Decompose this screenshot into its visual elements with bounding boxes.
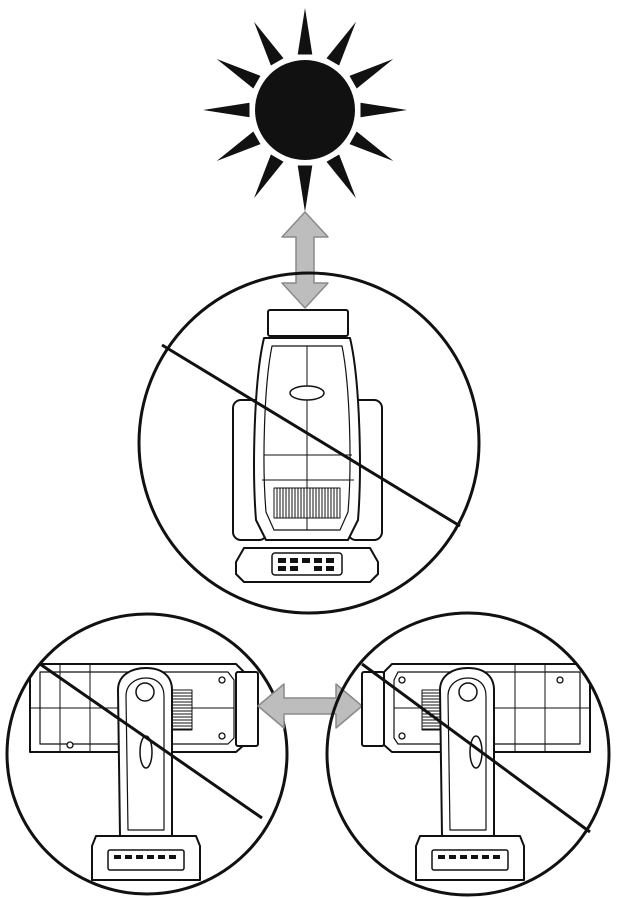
screw-b: [218, 732, 226, 740]
vent-grille: [273, 487, 341, 519]
base-panel: [107, 849, 185, 871]
vertical-arrow-shape: [281, 211, 329, 309]
logo-badge: [289, 385, 325, 401]
yoke-column-inner: [125, 677, 165, 831]
sun-rays: [203, 8, 407, 212]
prohibition-slash: [361, 662, 591, 834]
sun-ray: [254, 21, 284, 66]
panel-bottom-right: [325, 611, 611, 897]
sun-ray: [216, 131, 261, 161]
prohibition-ring: [137, 271, 481, 615]
prohibition-slash: [39, 662, 263, 820]
sun-ray: [326, 154, 356, 199]
tilt-pivot: [458, 682, 478, 702]
sun-ray: [360, 102, 407, 118]
yoke-column: [439, 667, 495, 837]
head-top-cap: [267, 309, 349, 337]
moving-head-light-icon: [232, 309, 383, 583]
prohibition-ring: [325, 611, 611, 897]
base-panel: [271, 552, 343, 576]
head-front-cap: [235, 671, 259, 747]
panel-bottom-left: [5, 612, 289, 896]
sun-ray: [203, 102, 250, 118]
vent-grille: [171, 689, 193, 731]
base-buttons: [278, 558, 334, 571]
screw-a: [398, 676, 406, 684]
prohibition-ring: [5, 612, 289, 896]
screw-c: [66, 741, 74, 749]
sun-ray: [349, 131, 394, 161]
base-panel: [431, 849, 509, 871]
screw-b: [398, 732, 406, 740]
sun-ray: [216, 59, 261, 89]
moving-head-light-icon: [361, 663, 591, 881]
prohibition-circle-icon: [5, 612, 289, 896]
sun-ray: [326, 21, 356, 66]
prohibition-slash: [161, 343, 461, 528]
double-arrow-horizontal-icon: [257, 683, 363, 729]
head-front-cap: [361, 671, 385, 747]
screw-a: [218, 676, 226, 684]
panel-top: [137, 271, 481, 615]
sun-ray: [297, 165, 313, 212]
sun-disc: [255, 60, 355, 160]
sun-ray: [297, 8, 313, 55]
head-inner-side: [393, 671, 581, 745]
sun-ray: [254, 154, 284, 199]
head-inner-outline: [263, 345, 351, 531]
double-arrow-vertical-icon: [281, 211, 329, 309]
moving-head-light-icon: [29, 663, 259, 881]
screw-c: [556, 676, 564, 684]
horizontal-arrow-shape: [257, 683, 363, 729]
yoke-column-inner: [447, 677, 487, 831]
sun-ray: [349, 59, 394, 89]
prohibition-circle-icon: [325, 611, 611, 897]
tilt-pivot: [135, 682, 155, 702]
sun-icon: [203, 8, 407, 212]
prohibition-circle-icon: [137, 271, 481, 615]
head-inner-side: [39, 671, 235, 745]
